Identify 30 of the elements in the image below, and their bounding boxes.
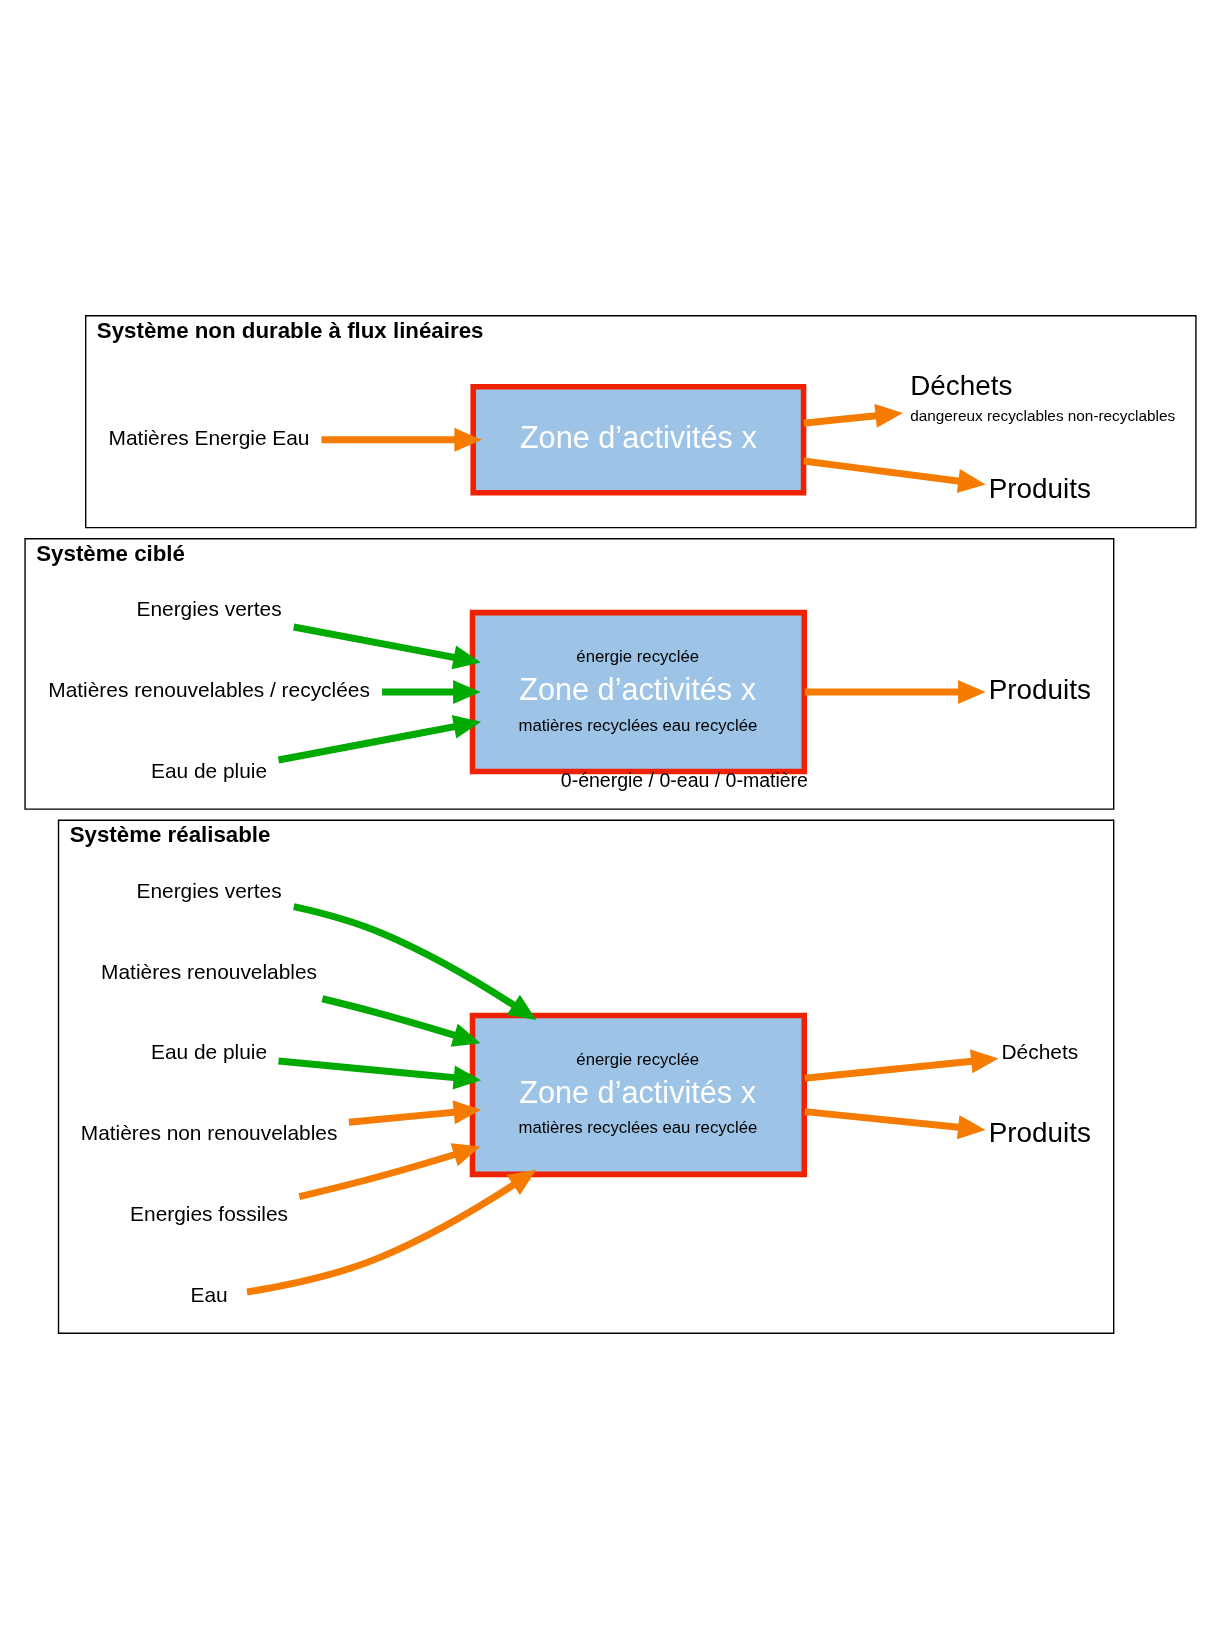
node-text: Produits	[988, 472, 1091, 504]
arrow	[348, 1099, 482, 1126]
arrow	[803, 457, 986, 493]
node-text: Produits	[988, 1116, 1091, 1148]
arrow	[804, 1107, 986, 1139]
node-text: Matières renouvelables	[101, 959, 318, 983]
node-text: Matières Energie Eau	[108, 425, 310, 449]
node-text: Déchets dangereux recyclables non-recyclables	[910, 369, 1176, 424]
node-text: Matières renouvelables / recyclées	[48, 677, 370, 701]
node-text: Eau de pluie	[150, 1039, 268, 1063]
arrow	[278, 1057, 482, 1090]
node-box: Zone d’activités x	[470, 383, 807, 496]
node-text: Déchets	[1001, 1039, 1079, 1063]
arrow	[277, 714, 482, 763]
arrow	[293, 623, 481, 669]
node-text: Produits	[988, 673, 1091, 705]
node-text: Energies vertes	[136, 596, 282, 620]
arrow	[298, 1142, 481, 1200]
arrow	[293, 902, 537, 1020]
node-text: Energies fossiles	[130, 1201, 289, 1225]
arrow	[803, 403, 903, 428]
node-text: Matières non renouvelables	[80, 1120, 338, 1144]
arrow	[804, 1048, 999, 1082]
node-text: Eau	[190, 1282, 228, 1306]
node-box: énergie recyclée Zone d’activités x matières recyclées eau recyclée	[469, 1012, 808, 1177]
node-text: Eau de pluie	[150, 758, 268, 782]
node-text: Energies vertes	[136, 878, 282, 902]
arrow	[321, 994, 481, 1047]
arrow	[246, 1169, 537, 1295]
arrow	[804, 679, 986, 704]
